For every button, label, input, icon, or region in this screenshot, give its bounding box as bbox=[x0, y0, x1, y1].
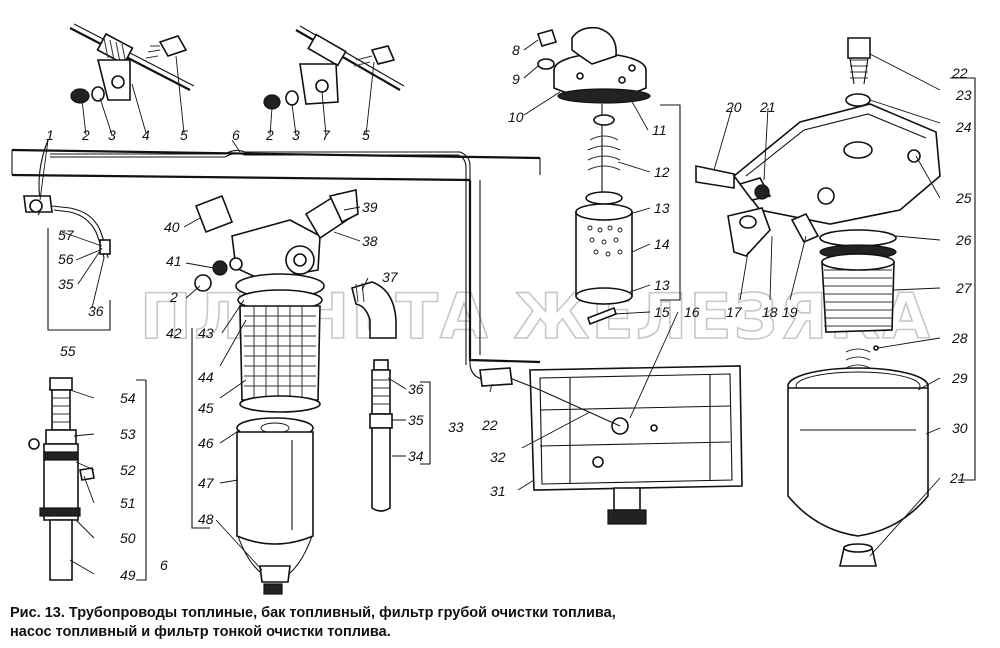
callout-9: 9 bbox=[512, 71, 520, 87]
callout-5b: 5 bbox=[362, 127, 370, 143]
callout-17: 17 bbox=[726, 304, 743, 320]
callout-3b: 3 bbox=[292, 127, 300, 143]
callout-40: 40 bbox=[164, 219, 180, 235]
callout-24: 24 bbox=[955, 119, 972, 135]
caption-line-1: Рис. 13. Трубопроводы топлиные, бак топл… bbox=[10, 605, 616, 621]
fuel-tank bbox=[479, 365, 743, 525]
callout-7: 7 bbox=[322, 127, 331, 143]
fine-fuel-filter bbox=[235, 273, 325, 595]
pipe-clamp-right bbox=[263, 25, 405, 110]
callout-49: 49 bbox=[120, 567, 136, 583]
callout-22: 22 bbox=[481, 417, 498, 433]
callout-1: 1 bbox=[46, 127, 54, 143]
callout-12: 12 bbox=[654, 164, 670, 180]
callout-54: 54 bbox=[120, 390, 136, 406]
callout-11: 11 bbox=[652, 122, 667, 138]
bracket-lines bbox=[47, 77, 976, 581]
callout-13b: 13 bbox=[654, 277, 670, 293]
callout-38: 38 bbox=[362, 233, 378, 249]
callout-21: 21 bbox=[759, 99, 776, 115]
callout-21b: 21 bbox=[949, 470, 966, 486]
callout-41: 41 bbox=[166, 253, 182, 269]
callout-6: 6 bbox=[232, 127, 240, 143]
callout-23: 23 bbox=[955, 87, 972, 103]
callout-32: 32 bbox=[490, 449, 506, 465]
figure-caption: Рис. 13. Трубопроводы топлиные, бак топл… bbox=[10, 604, 710, 642]
callout-13: 13 bbox=[654, 200, 670, 216]
callout-16: 16 bbox=[684, 304, 700, 320]
callout-25: 25 bbox=[955, 190, 972, 206]
callout-3: 3 bbox=[108, 127, 116, 143]
callout-47: 47 bbox=[198, 475, 215, 491]
callout-18: 18 bbox=[762, 304, 778, 320]
callout-48: 48 bbox=[198, 511, 214, 527]
callout-56: 56 bbox=[58, 251, 74, 267]
callout-2b: 2 bbox=[265, 127, 274, 143]
fuel-system-diagram: ПЛАНЕТА ЖЕЛЕЗЯКА bbox=[11, 23, 976, 595]
callout-44: 44 bbox=[198, 369, 214, 385]
callout-34: 34 bbox=[408, 448, 424, 464]
callout-8: 8 bbox=[512, 42, 520, 58]
callout-45: 45 bbox=[198, 400, 214, 416]
leader-lines bbox=[39, 39, 941, 575]
callout-35: 35 bbox=[58, 276, 74, 292]
callout-43: 43 bbox=[198, 325, 214, 341]
callout-57: 57 bbox=[58, 227, 75, 243]
callout-55: 55 bbox=[60, 343, 76, 359]
callout-14: 14 bbox=[654, 236, 670, 252]
callout-52: 52 bbox=[120, 462, 136, 478]
callout-labels: 1 2 3 4 5 2 3 7 5 6 57 56 35 36 55 40 39… bbox=[46, 42, 973, 583]
coarse-filter-cap bbox=[536, 26, 651, 104]
callout-50: 50 bbox=[120, 530, 136, 546]
callout-30: 30 bbox=[952, 420, 968, 436]
callout-2: 2 bbox=[81, 127, 90, 143]
caption-line-2: насос топливный и фильтр тонкой очистки … bbox=[10, 624, 391, 640]
fuel-hose-fitting bbox=[369, 359, 393, 512]
callout-28: 28 bbox=[951, 330, 968, 346]
fuel-pipe bbox=[50, 149, 491, 381]
hose-assembly-left bbox=[28, 377, 95, 581]
pipe-clamp-left bbox=[69, 23, 195, 104]
callout-51: 51 bbox=[120, 495, 136, 511]
callout-26: 26 bbox=[955, 232, 972, 248]
callout-33: 33 bbox=[448, 419, 464, 435]
callout-6b: 6 bbox=[160, 557, 168, 573]
callout-2c: 2 bbox=[169, 289, 178, 305]
callout-29: 29 bbox=[951, 370, 968, 386]
coarse-filter-element bbox=[575, 104, 633, 326]
callout-19: 19 bbox=[782, 304, 798, 320]
elbow-fitting bbox=[351, 281, 397, 339]
callout-31: 31 bbox=[490, 483, 506, 499]
callout-35b: 35 bbox=[408, 412, 424, 428]
callout-42: 42 bbox=[166, 325, 182, 341]
callout-10: 10 bbox=[508, 109, 524, 125]
filter-housing bbox=[695, 37, 941, 567]
callout-22b: 22 bbox=[951, 65, 968, 81]
callout-39: 39 bbox=[362, 199, 378, 215]
fuel-pump-tee bbox=[194, 189, 359, 292]
callout-5: 5 bbox=[180, 127, 188, 143]
callout-15: 15 bbox=[654, 304, 670, 320]
callout-4: 4 bbox=[142, 127, 150, 143]
callout-37: 37 bbox=[382, 269, 399, 285]
callout-36b: 36 bbox=[408, 381, 424, 397]
callout-53: 53 bbox=[120, 426, 136, 442]
callout-36: 36 bbox=[88, 303, 104, 319]
callout-27: 27 bbox=[955, 280, 973, 296]
callout-46: 46 bbox=[198, 435, 214, 451]
callout-20: 20 bbox=[725, 99, 742, 115]
